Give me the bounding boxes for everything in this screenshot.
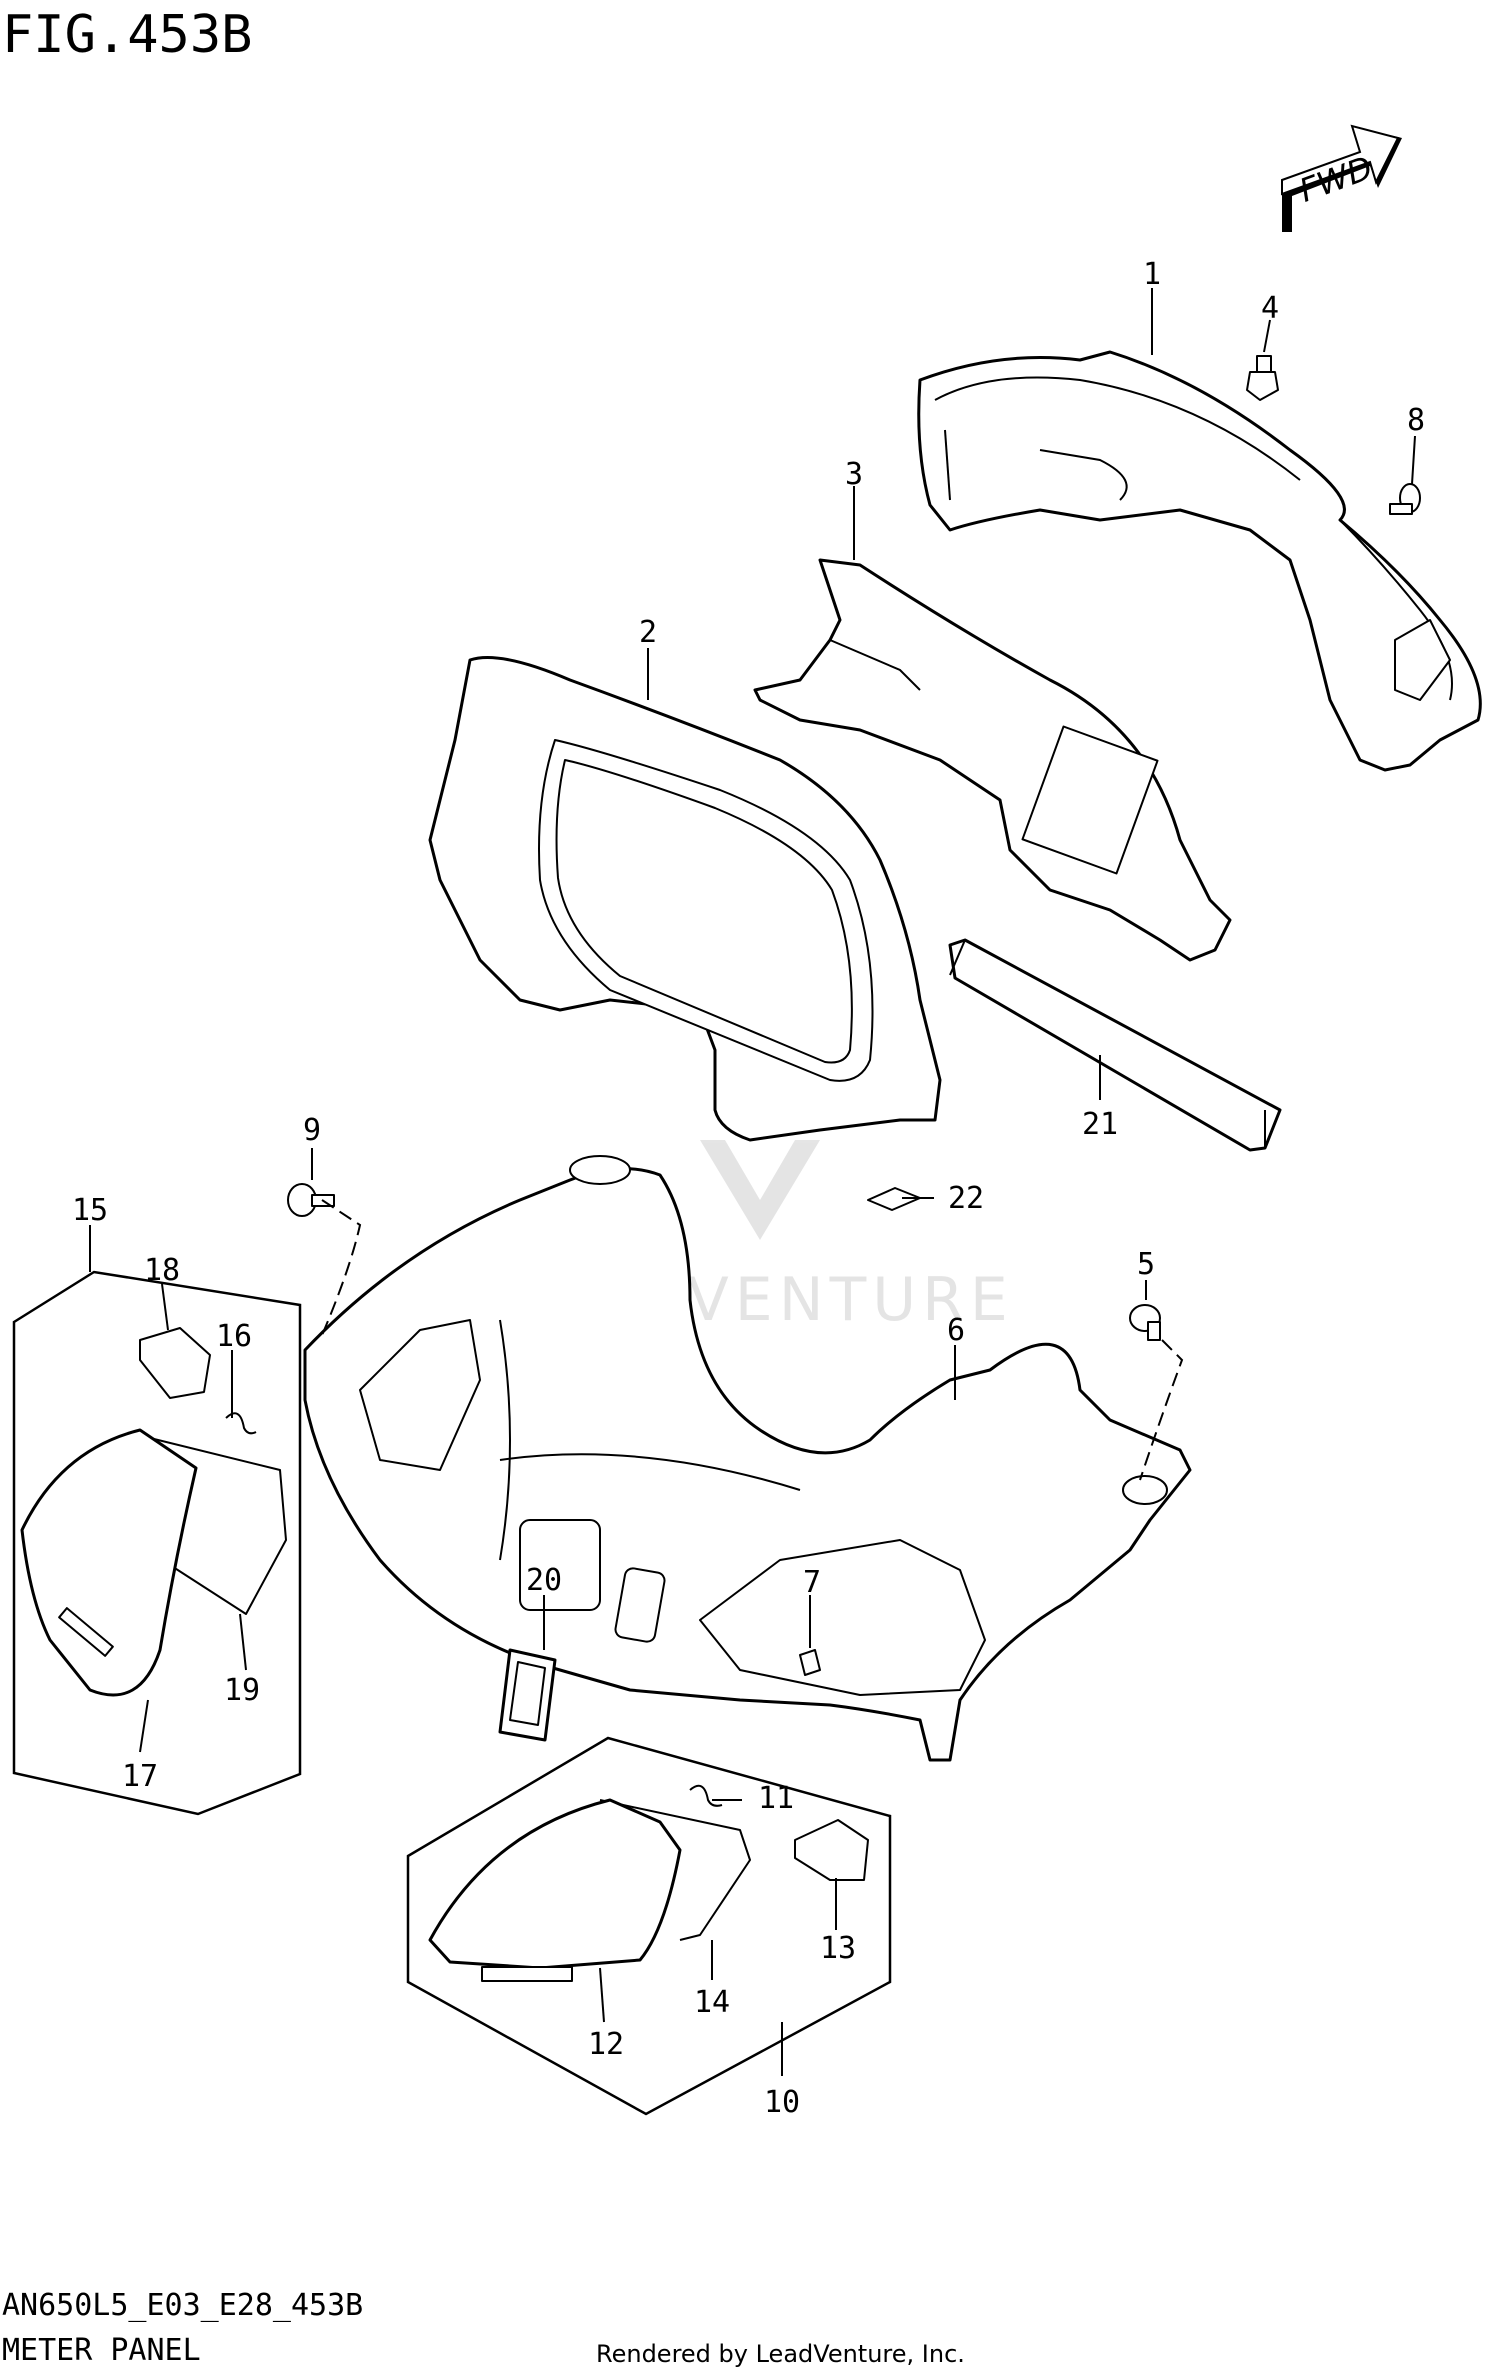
callout-21: 21 [1082, 1107, 1118, 1142]
part-5-screw [1129, 1304, 1161, 1341]
diagram-caption: METER PANEL [2, 2333, 201, 2368]
part-21-seal-strip [948, 938, 1282, 1152]
fwd-label: FWD [1294, 149, 1377, 210]
part-8-screw [1389, 483, 1421, 515]
figure-title: FIG.453B [2, 5, 252, 65]
render-credit: Rendered by LeadVenture, Inc. [596, 2340, 965, 2368]
callout-3: 3 [845, 457, 863, 492]
callout-6: 6 [947, 1313, 965, 1348]
group-15-box [12, 1270, 302, 1816]
part-18-cover [139, 1327, 211, 1399]
part-12-hinge [481, 1966, 573, 1982]
callout-9: 9 [303, 1113, 321, 1148]
callout-1: 1 [1143, 257, 1161, 292]
callout-17: 17 [122, 1759, 158, 1794]
model-code: AN650L5_E03_E28_453B [2, 2288, 363, 2323]
leader-lines [89, 288, 1416, 2076]
part-9-screw [287, 1183, 335, 1217]
callout-13: 13 [820, 1931, 856, 1966]
callout-5: 5 [1137, 1247, 1155, 1282]
callout-18: 18 [144, 1253, 180, 1288]
part-11-clip [689, 1784, 723, 1807]
group-10-box [406, 1736, 892, 2116]
callout-10: 10 [764, 2085, 800, 2120]
callout-22: 22 [948, 1181, 984, 1216]
callout-2: 2 [639, 615, 657, 650]
callout-19: 19 [224, 1673, 260, 1708]
callout-20: 20 [526, 1563, 562, 1598]
callout-11: 11 [758, 1781, 794, 1816]
part-4-grommet [1246, 355, 1279, 401]
callout-4: 4 [1261, 291, 1279, 326]
part-12-lid [428, 1798, 682, 1970]
fwd-arrow-icon: FWD [1281, 124, 1402, 232]
part-2-meter-case [428, 656, 942, 1142]
callout-14: 14 [694, 1985, 730, 2020]
part-13-cover [794, 1819, 869, 1881]
part-3-inner-cover [753, 558, 1232, 962]
callout-labels: 1 2 3 4 5 6 7 8 9 10 11 12 13 14 15 16 1… [72, 257, 1425, 2120]
part-17-hinge [58, 1607, 114, 1657]
callout-15: 15 [72, 1193, 108, 1228]
callout-8: 8 [1407, 403, 1425, 438]
part-17-lid [20, 1428, 198, 1697]
part-6-lower-panel [303, 1155, 1192, 1762]
callout-7: 7 [803, 1565, 821, 1600]
callout-12: 12 [588, 2027, 624, 2062]
part-1-upper-cover [917, 350, 1482, 772]
part-20-grille [498, 1648, 557, 1742]
callout-16: 16 [216, 1319, 252, 1354]
part-7-clip [799, 1649, 821, 1676]
part-16-clip [225, 1412, 257, 1435]
